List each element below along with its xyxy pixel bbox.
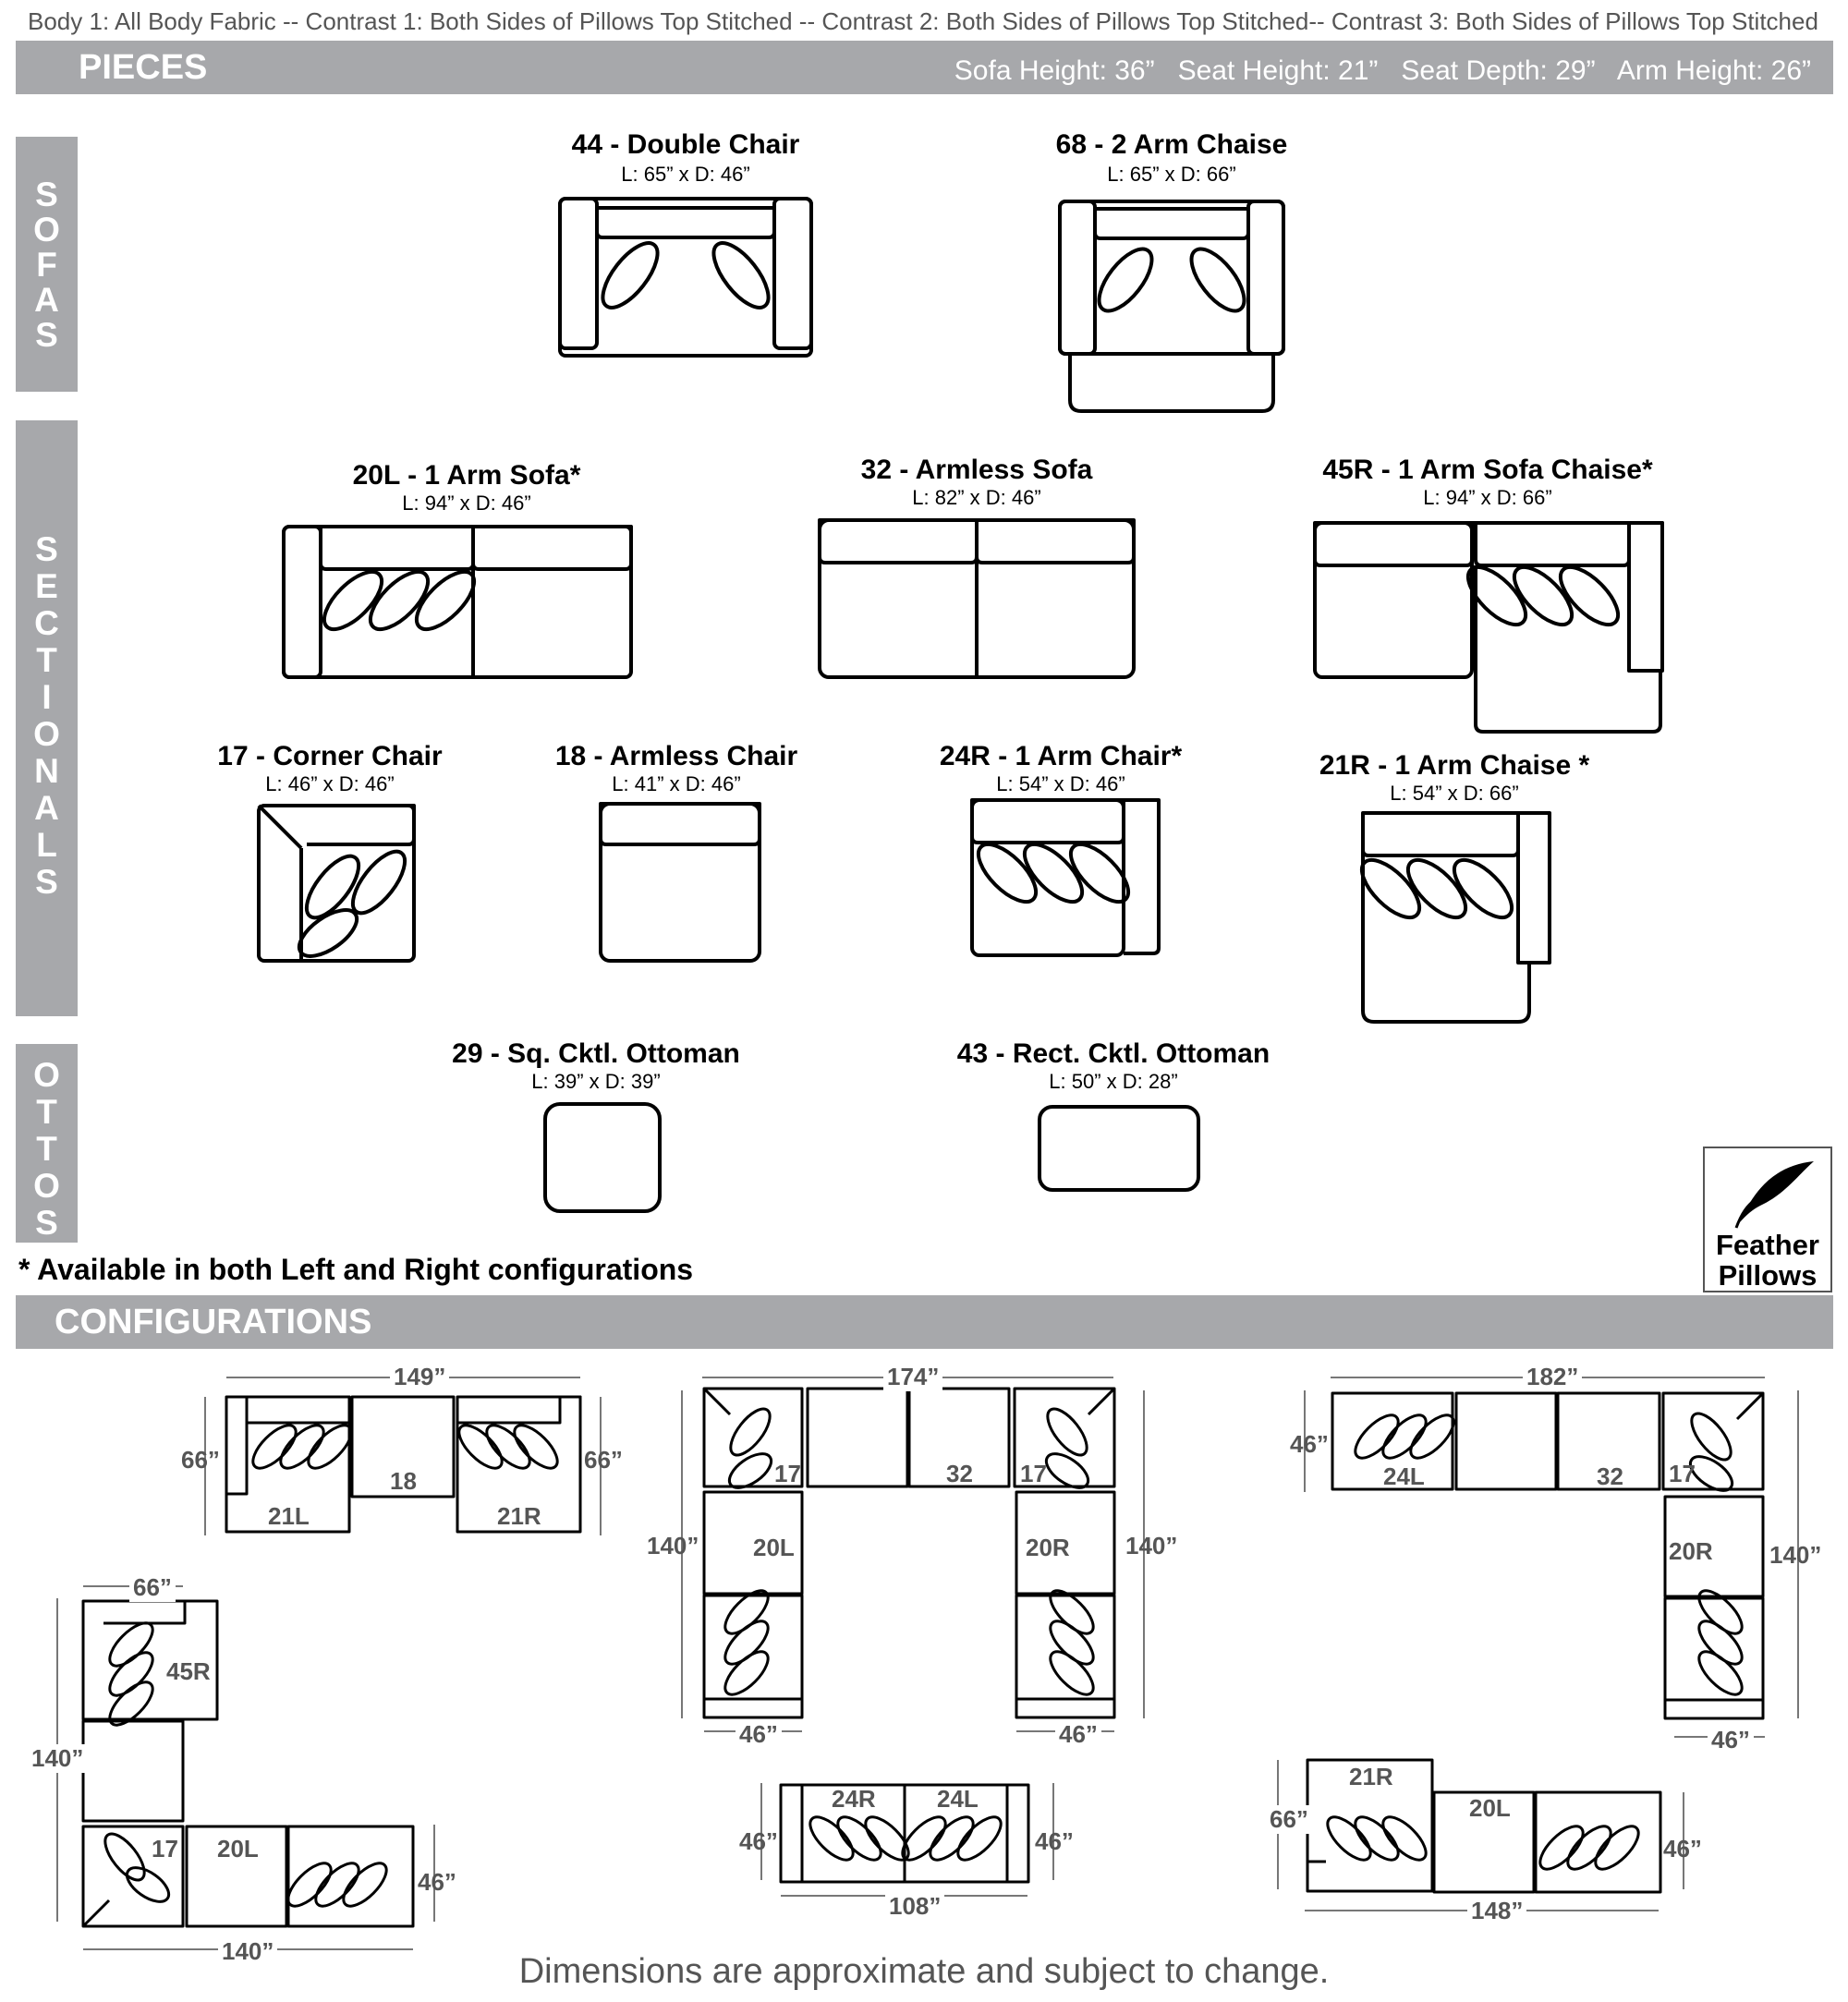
config-3 [1304,1377,1799,1738]
fabric-note: Body 1: All Body Fabric -- Contrast 1: B… [28,7,1818,35]
piece-title: 32 - Armless Sofa [860,455,1093,485]
piece-title: 68 - 2 Arm Chaise [1055,129,1288,160]
pieces-header-bar: PIECES Sofa Height: 36” Seat Height: 21”… [16,41,1833,94]
piece-dims: L: 39” x D: 39” [531,1070,661,1093]
config-2 [681,1377,1145,1732]
config-6 [1277,1758,1684,1911]
configurations-title: CONFIGURATIONS [55,1303,372,1341]
seat-depth: Seat Depth: 29” [1401,55,1596,86]
piece-21r-1-arm-chaise [1359,811,1551,1024]
configurations-header-bar: CONFIGURATIONS [16,1295,1833,1349]
piece-29-ottoman [543,1102,662,1213]
seat-height: Seat Height: 21” [1177,55,1379,86]
feather-icon [1734,1161,1814,1229]
piece-dims: L: 54” x D: 66” [1390,782,1519,805]
config-4 [56,1585,435,1950]
piece-24r-1-arm-chair [970,798,1161,957]
piece-17-corner-chair [257,804,416,963]
piece-68-2-arm-chaise [1058,200,1285,413]
piece-title: 43 - Rect. Cktl. Ottoman [956,1038,1270,1069]
piece-title: 17 - Corner Chair [217,741,443,771]
config-1 [204,1377,602,1535]
piece-dims: L: 54” x D: 46” [996,772,1125,795]
piece-32-armless-sofa [818,518,1136,679]
piece-20l-1-arm-sofa [282,525,633,679]
pieces-title: PIECES [79,48,208,87]
piece-title: 21R - 1 Arm Chaise * [1319,750,1590,781]
piece-title: 45R - 1 Arm Sofa Chaise* [1322,455,1653,485]
piece-title: 29 - Sq. Cktl. Ottoman [452,1038,740,1069]
piece-title: 18 - Armless Chair [554,741,798,771]
config-5 [760,1783,1054,1897]
feather-pillows-badge: Feather Pillows [1703,1147,1832,1292]
piece-dims: L: 94” x D: 66” [1423,486,1552,509]
piece-dims: L: 65” x D: 66” [1107,163,1236,186]
piece-44-double-chair [558,197,813,358]
piece-43-ottoman [1038,1105,1200,1192]
piece-dims: L: 94” x D: 46” [402,491,531,515]
piece-title: 44 - Double Chair [571,129,800,160]
piece-18-armless-chair [599,802,761,963]
dimension-specs: Sofa Height: 36” Seat Height: 21” Seat D… [954,55,1811,87]
configurations-diagram [56,1377,1799,1950]
piece-dims: L: 50” x D: 28” [1049,1070,1178,1093]
sofa-height: Sofa Height: 36” [954,55,1155,86]
piece-title: 20L - 1 Arm Sofa* [352,460,581,491]
disclaimer: Dimensions are approximate and subject t… [518,1952,1330,1991]
piece-dims: L: 82” x D: 46” [912,486,1041,509]
piece-dims: L: 65” x D: 46” [621,163,750,186]
arm-height: Arm Height: 26” [1616,55,1811,86]
piece-title: 24R - 1 Arm Chair* [939,741,1183,771]
piece-45r-1-arm-sofa-chaise [1313,521,1664,734]
left-right-footnote: * Available in both Left and Right confi… [18,1253,694,1286]
piece-dims: L: 41” x D: 46” [612,772,741,795]
piece-dims: L: 46” x D: 46” [265,772,395,795]
